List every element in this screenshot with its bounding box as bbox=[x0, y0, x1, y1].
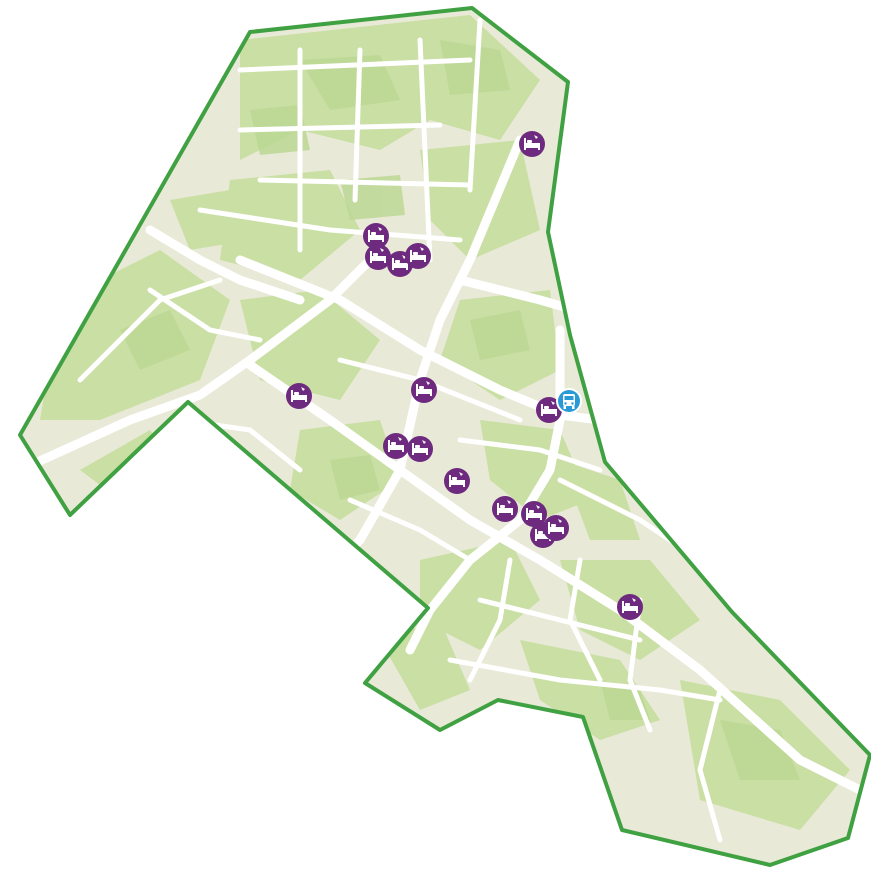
hotel-marker[interactable] bbox=[444, 468, 470, 494]
bed-icon bbox=[492, 496, 518, 522]
bed-icon bbox=[444, 468, 470, 494]
bed-icon bbox=[365, 244, 391, 270]
bed-icon bbox=[411, 377, 437, 403]
bed-icon bbox=[286, 383, 312, 409]
hotel-marker[interactable] bbox=[405, 243, 431, 269]
hotel-marker[interactable] bbox=[543, 515, 569, 541]
hotel-marker[interactable] bbox=[617, 594, 643, 620]
transit-marker[interactable] bbox=[556, 388, 582, 414]
bed-icon bbox=[407, 436, 433, 462]
bed-icon bbox=[617, 594, 643, 620]
bed-icon bbox=[405, 243, 431, 269]
hotel-marker[interactable] bbox=[519, 131, 545, 157]
hotel-marker[interactable] bbox=[492, 496, 518, 522]
bed-icon bbox=[543, 515, 569, 541]
hotel-marker[interactable] bbox=[383, 433, 409, 459]
bed-icon bbox=[383, 433, 409, 459]
road-network bbox=[20, 17, 865, 843]
district-boundary bbox=[18, 6, 871, 867]
hotel-marker[interactable] bbox=[411, 377, 437, 403]
hotel-marker[interactable] bbox=[286, 383, 312, 409]
bed-icon bbox=[519, 131, 545, 157]
hotel-marker[interactable] bbox=[365, 244, 391, 270]
hotel-marker[interactable] bbox=[407, 436, 433, 462]
bus-icon bbox=[556, 388, 582, 414]
